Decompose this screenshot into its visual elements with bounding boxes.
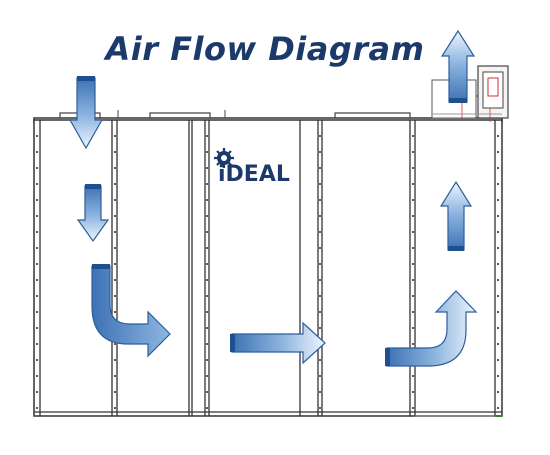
exhaust-fan-housing xyxy=(431,65,509,122)
booth-frame xyxy=(33,110,503,417)
elbow-arrow-right xyxy=(385,290,478,367)
intake-arrow-second xyxy=(76,184,110,243)
rising-arrow xyxy=(439,180,473,251)
ideal-logo: iDEAL xyxy=(214,148,290,187)
exhaust-arrow xyxy=(440,29,476,103)
center-arrow xyxy=(230,321,326,365)
intake-arrow-top xyxy=(68,76,104,150)
elbow-arrow-left xyxy=(91,264,171,358)
logo-text: iDEAL xyxy=(218,162,290,187)
diagram-title: Air Flow Diagram xyxy=(105,30,425,68)
